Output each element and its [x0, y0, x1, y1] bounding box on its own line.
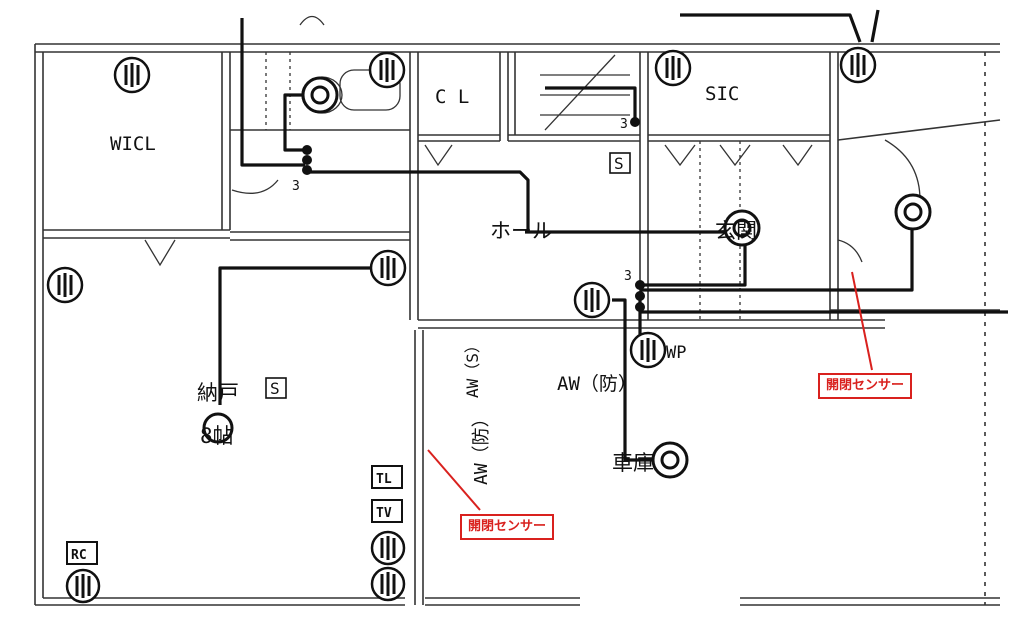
outlet-label-rc: RC: [71, 548, 87, 563]
ceiling-lights: [202, 76, 932, 479]
sensor-callout-left: 開閉センサー: [460, 514, 555, 540]
storage-mark-nando: S: [270, 379, 280, 398]
room-label-hall: ホール: [490, 219, 553, 243]
door-marks: [144, 15, 921, 320]
room-label-genkan: 玄関: [715, 219, 757, 243]
room-label-sic: SIC: [705, 83, 739, 105]
sensor-callout-right: 開閉センサー: [818, 373, 913, 399]
wiring: [218, 9, 1008, 462]
switch-cluster: [302, 117, 645, 312]
label-aw-vertical: AW（防）: [471, 409, 492, 485]
switch-count-left: 3: [292, 179, 300, 194]
room-label-nando: 納戸: [197, 381, 239, 405]
downlights: [46, 46, 877, 604]
label-aw-bou: AW（防）: [557, 373, 637, 395]
label-wp: WP: [666, 343, 686, 363]
room-label-shako: 車庫: [612, 451, 654, 475]
switch-count-stair: 3: [620, 117, 628, 132]
walls: [34, 43, 1001, 606]
room-label-nando-size: 8帖: [200, 424, 234, 448]
outlet-boxes: [66, 465, 403, 565]
switch-count-genkan: 3: [624, 269, 632, 284]
room-label-wicl: WICL: [110, 133, 156, 155]
storage-marks: [265, 152, 631, 399]
room-label-cl: C L: [435, 86, 469, 108]
outlet-label-tl: TL: [376, 472, 392, 487]
outlet-label-tv: TV: [376, 506, 392, 521]
sensor-leaders: [427, 271, 873, 511]
storage-mark-hall: S: [614, 154, 624, 173]
label-aw-s-vertical: AW（S）: [463, 337, 482, 398]
